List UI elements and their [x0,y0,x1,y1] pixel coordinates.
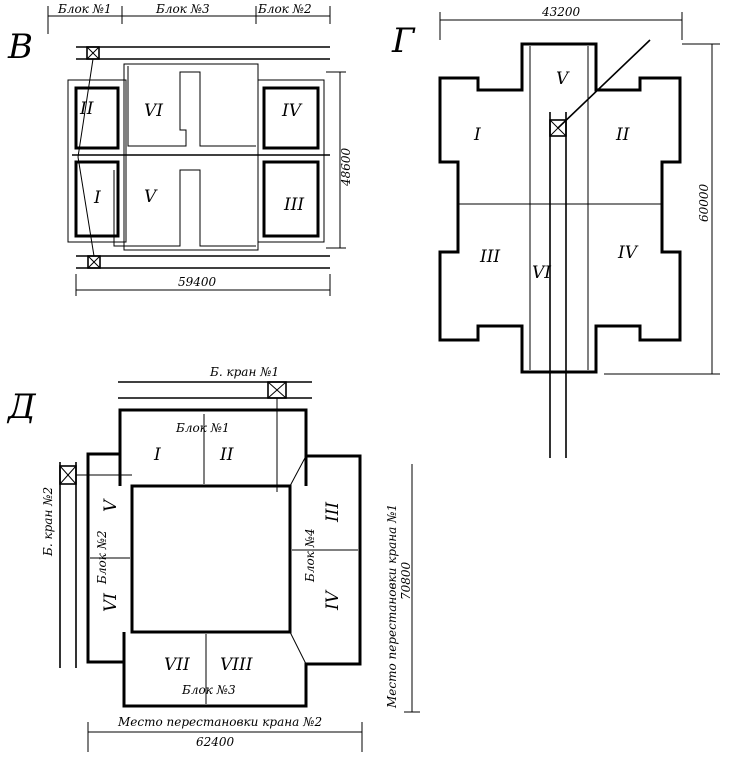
panel-v-letter: В [7,27,33,67]
d-section-VIII: VIII [220,655,253,675]
d-section-VII: VII [164,655,190,675]
panel-g: Г 43200 V I II III VI IV 60000 [391,5,720,458]
g-section-II: II [615,125,630,145]
d-block4: Блок №4 [303,528,317,583]
block-label-3: Блок №3 [155,2,210,16]
g-dim-width: 43200 [541,5,581,19]
d-block1: Блок №1 [175,421,230,435]
g-section-V: V [556,69,570,89]
d-section-II: II [219,445,234,465]
g-section-IV: IV [617,243,639,263]
v-section-III: III [283,195,304,215]
d-crane2-label: Б. кран №2 [41,487,55,557]
v-section-V: V [144,187,158,207]
d-section-I: I [153,445,161,465]
g-section-I: I [473,125,481,145]
d-move-crane2: Место перестановки крана №2 [117,715,322,729]
d-section-IV: IV [323,589,343,611]
panel-g-letter: Г [391,21,416,61]
d-move-crane1: Место перестановки крана №1 [385,504,399,709]
d-block3: Блок №3 [181,683,236,697]
d-block2: Блок №2 [95,530,109,585]
g-dim-height: 60000 [697,183,711,222]
panel-v: В Блок №1 Блок №3 Блок №2 [7,2,353,296]
panel-d: Д Б. кран №1 Б. кран №2 Блок №1 Блок №2 [6,365,420,752]
d-dim-height: 70800 [399,561,413,600]
g-section-VI: VI [532,263,551,283]
d-section-V: V [101,498,121,512]
v-section-I: I [93,188,101,208]
d-section-III: III [323,502,343,523]
v-section-VI: VI [144,101,163,121]
d-section-VI: VI [101,593,121,612]
block-label-1: Блок №1 [57,2,112,16]
d-dim-width: 62400 [196,735,235,749]
v-section-II: II [79,99,94,119]
panel-d-letter: Д [6,387,37,427]
d-crane1-label: Б. кран №1 [209,365,279,379]
v-dim-height: 48600 [339,147,353,187]
v-section-IV: IV [281,101,303,121]
block-label-2: Блок №2 [257,2,312,16]
v-dim-width: 59400 [178,275,217,289]
g-section-III: III [479,247,500,267]
